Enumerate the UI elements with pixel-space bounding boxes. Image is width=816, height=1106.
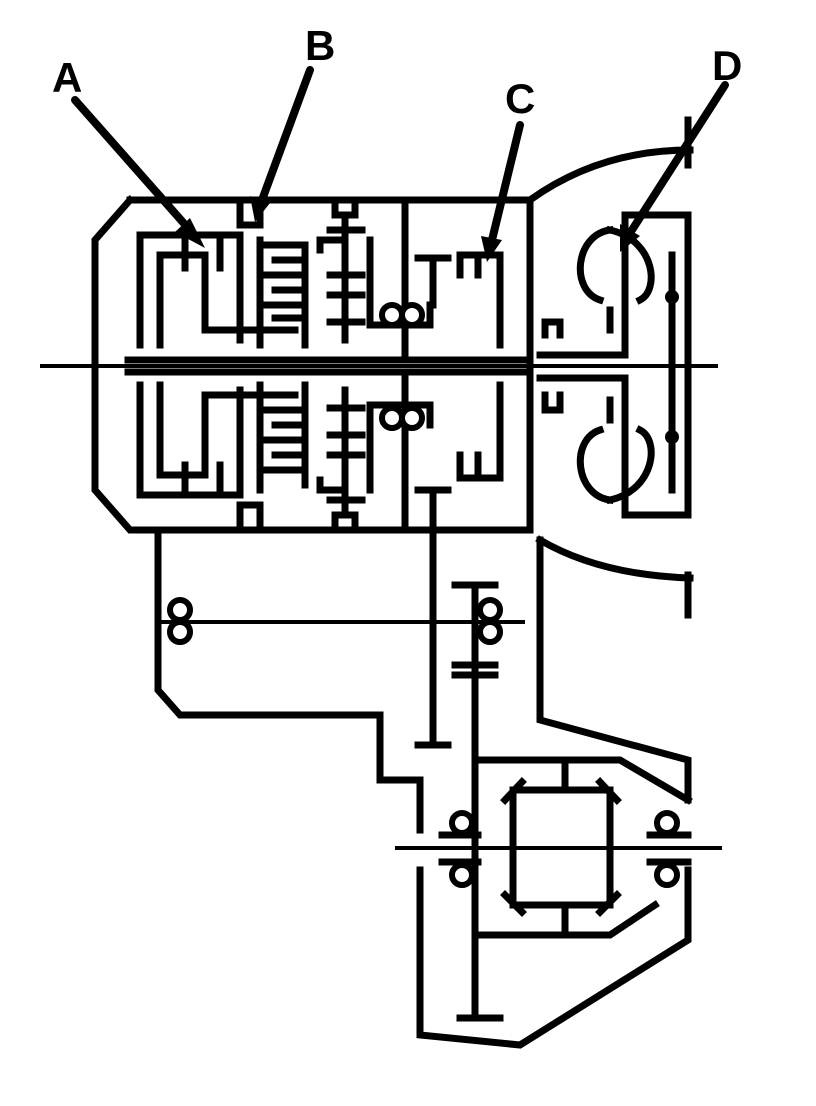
bearing-upper-2	[399, 302, 425, 328]
callout-a-leader	[71, 96, 205, 248]
bearing-lower-2	[399, 405, 425, 431]
callout-b-leader	[250, 66, 314, 222]
callout-b-label: B	[305, 22, 335, 69]
callout-a-label: A	[52, 54, 82, 101]
bearing-diff-right-upper	[654, 810, 680, 836]
bearing-counter-right-1	[477, 597, 503, 623]
callout-d-label: D	[712, 42, 742, 89]
callout-c-leader	[481, 121, 524, 262]
countershaft-housing	[154, 531, 525, 1022]
converter-housing	[525, 116, 694, 804]
lower-gear-train	[136, 371, 504, 749]
bearing-diff-right-lower	[654, 862, 680, 888]
bearing-counter-left-2	[167, 619, 193, 645]
callout-c-label: C	[505, 75, 535, 122]
bearing-diff-left-upper	[449, 810, 475, 836]
callout-d-leader	[620, 81, 729, 252]
bearing-counter-left-1	[167, 597, 193, 623]
bearing-counter-right-2	[477, 619, 503, 645]
bearing-diff-left-lower	[449, 862, 475, 888]
differential	[395, 756, 722, 1049]
